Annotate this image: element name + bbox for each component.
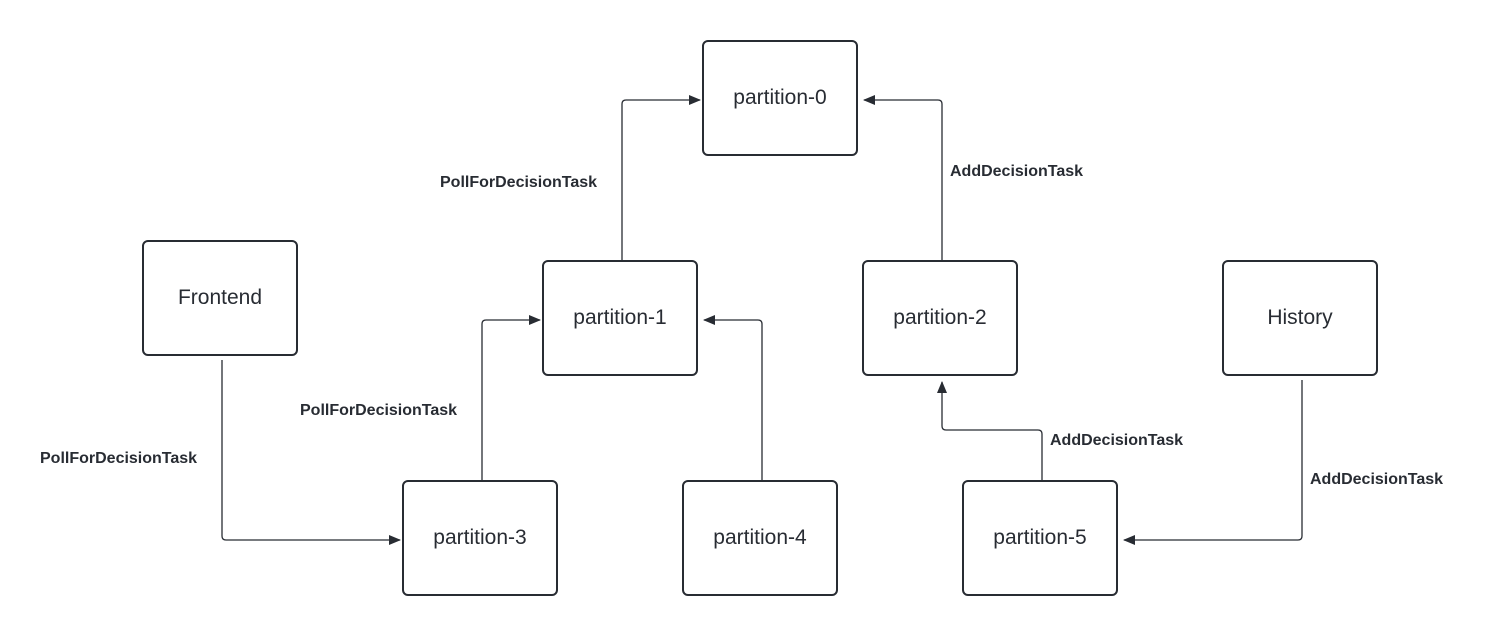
edge-p2-to-p0 (863, 95, 943, 260)
edge-history-to-p5 (1123, 380, 1303, 545)
edge-label-p1-to-p0: PollForDecisionTask (440, 173, 598, 193)
partition-1-node[interactable]: partition-1 (542, 260, 698, 376)
history-node[interactable]: History (1222, 260, 1378, 376)
edge-label-history-to-p5: AddDecisionTask (1310, 470, 1444, 490)
edge-label-frontend-to-p3: PollForDecisionTask (40, 449, 198, 469)
edge-label-p5-to-p2: AddDecisionTask (1050, 431, 1184, 451)
edge-label-p2-to-p0: AddDecisionTask (950, 162, 1084, 182)
edge-label-p3-to-p1: PollForDecisionTask (300, 401, 458, 421)
edge-p3-to-p1 (481, 315, 541, 480)
partition-4-node[interactable]: partition-4 (682, 480, 838, 596)
edge-frontend-to-p3 (221, 360, 401, 545)
partition-0-node[interactable]: partition-0 (702, 40, 858, 156)
edge-p1-to-p0 (621, 95, 701, 260)
partition-3-node[interactable]: partition-3 (402, 480, 558, 596)
partition-5-node[interactable]: partition-5 (962, 480, 1118, 596)
frontend-node[interactable]: Frontend (142, 240, 298, 356)
edge-p5-to-p2 (937, 381, 1043, 480)
partition-2-node[interactable]: partition-2 (862, 260, 1018, 376)
edge-p4-to-p1 (703, 315, 763, 480)
